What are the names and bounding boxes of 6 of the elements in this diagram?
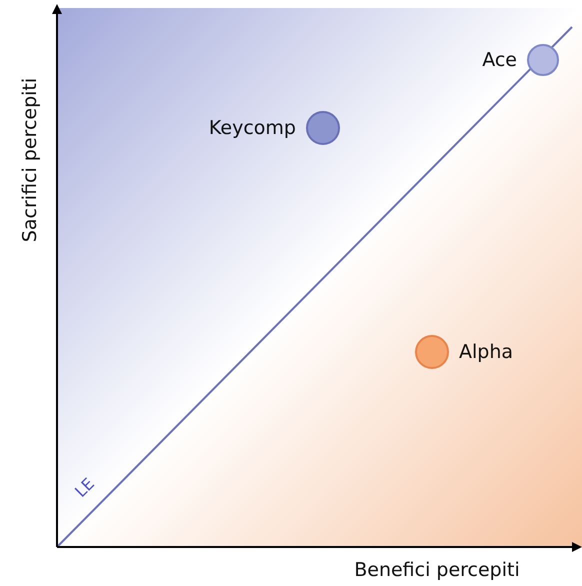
axis-title: Sacrifici percepiti bbox=[19, 78, 41, 242]
point-label: Ace bbox=[482, 49, 517, 71]
point-label: Keycomp bbox=[208, 117, 296, 139]
point-label: Alpha bbox=[459, 341, 514, 363]
axis-title: Benefici percepiti bbox=[354, 559, 520, 581]
line-label: LE bbox=[70, 474, 98, 501]
